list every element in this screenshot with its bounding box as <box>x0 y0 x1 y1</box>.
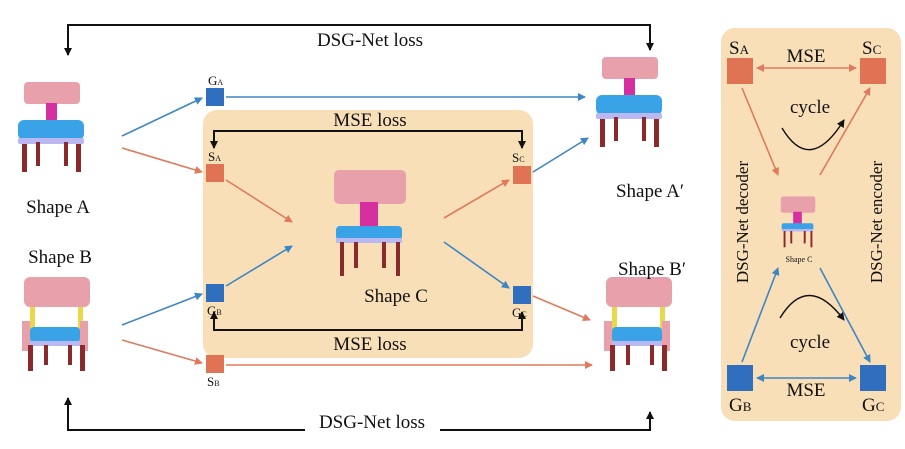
rp-gb-to-c-arrow <box>741 267 780 363</box>
bottom-loss-bg <box>305 410 440 432</box>
shape-c-label: Shape C <box>364 286 428 307</box>
mse-top-label: MSE loss <box>333 110 406 131</box>
top-loss-label: DSG-Net loss <box>317 30 423 51</box>
rp-mse-bottom-arrowhead-left <box>756 374 764 382</box>
sc-label: SC <box>512 150 525 165</box>
ga-square <box>206 88 224 106</box>
arrow-b-to-gb <box>121 292 203 326</box>
bottom-loss-label: DSG-Net loss <box>319 412 425 433</box>
rp-sa-square <box>727 58 753 84</box>
rp-cycle-bottom-label: cycle <box>790 332 830 353</box>
shape-a-label: Shape A <box>26 197 90 218</box>
shape-b-label: Shape B <box>28 247 92 268</box>
rp-gb-label: GB <box>729 395 752 416</box>
shape-a-prime-label: Shape A′ <box>616 181 684 202</box>
arrow-c-to-gc <box>443 241 510 289</box>
arrow-sc-to-a-prime <box>532 137 589 173</box>
rp-sc-label: SC <box>862 38 881 59</box>
arrow-a-to-ga <box>121 97 203 137</box>
gb-label: GB <box>207 303 222 318</box>
rp-sa-label: SA <box>729 38 750 59</box>
sb-square <box>206 355 224 373</box>
shape-b-prime-label: Shape B′ <box>618 259 686 280</box>
sa-label: SA <box>208 149 221 164</box>
rp-mse-top-label: MSE <box>786 46 825 67</box>
mse-top-bracket <box>210 130 526 149</box>
rp-gb-square <box>727 365 753 391</box>
gb-square <box>206 284 224 302</box>
gc-label: GC <box>512 305 527 320</box>
rp-decoder-label: DSG-Net decoder <box>733 161 752 284</box>
rp-sa-to-c-arrow <box>741 87 780 176</box>
rp-gc-square <box>860 365 886 391</box>
rp-sc-square <box>860 58 886 84</box>
rp-encoder-label: DSG-Net encoder <box>867 161 886 284</box>
arrow-gc-to-b-prime <box>532 295 591 321</box>
sc-square <box>513 166 531 184</box>
arrow-b-to-sb <box>121 339 203 365</box>
rp-gc-label: GC <box>862 395 884 416</box>
sa-square <box>206 164 224 182</box>
rp-c-to-sc-arrow <box>819 87 871 176</box>
rp-cycle-top-label: cycle <box>790 97 830 118</box>
shape-a-image <box>18 82 84 172</box>
shape-a-prime-image <box>596 57 662 147</box>
ga-label: GA <box>208 73 223 88</box>
top-loss-bracket <box>64 24 654 56</box>
gc-square <box>513 286 531 304</box>
rp-cycle-bottom-arc <box>779 294 845 321</box>
rp-mse-top-arrowhead-left <box>756 64 764 72</box>
arrow-a-to-sa <box>121 147 203 174</box>
rp-cycle-top-arc <box>781 119 845 151</box>
arrow-c-to-sc <box>443 179 510 219</box>
shape-b-image <box>22 277 90 371</box>
mse-bottom-label: MSE loss <box>333 334 406 355</box>
top-loss-bg <box>300 27 440 51</box>
sb-label: SB <box>207 374 220 389</box>
arrow-sa-to-c <box>225 179 293 223</box>
shape-b-prime-image <box>604 277 672 371</box>
rp-mse-bottom-label: MSE <box>786 380 825 401</box>
mse-bottom-bracket <box>210 311 526 331</box>
arrow-gb-to-c <box>225 245 293 287</box>
rp-c-to-gc-arrow <box>819 267 871 363</box>
rp-shape-c-small-label: Shape C <box>786 255 813 264</box>
